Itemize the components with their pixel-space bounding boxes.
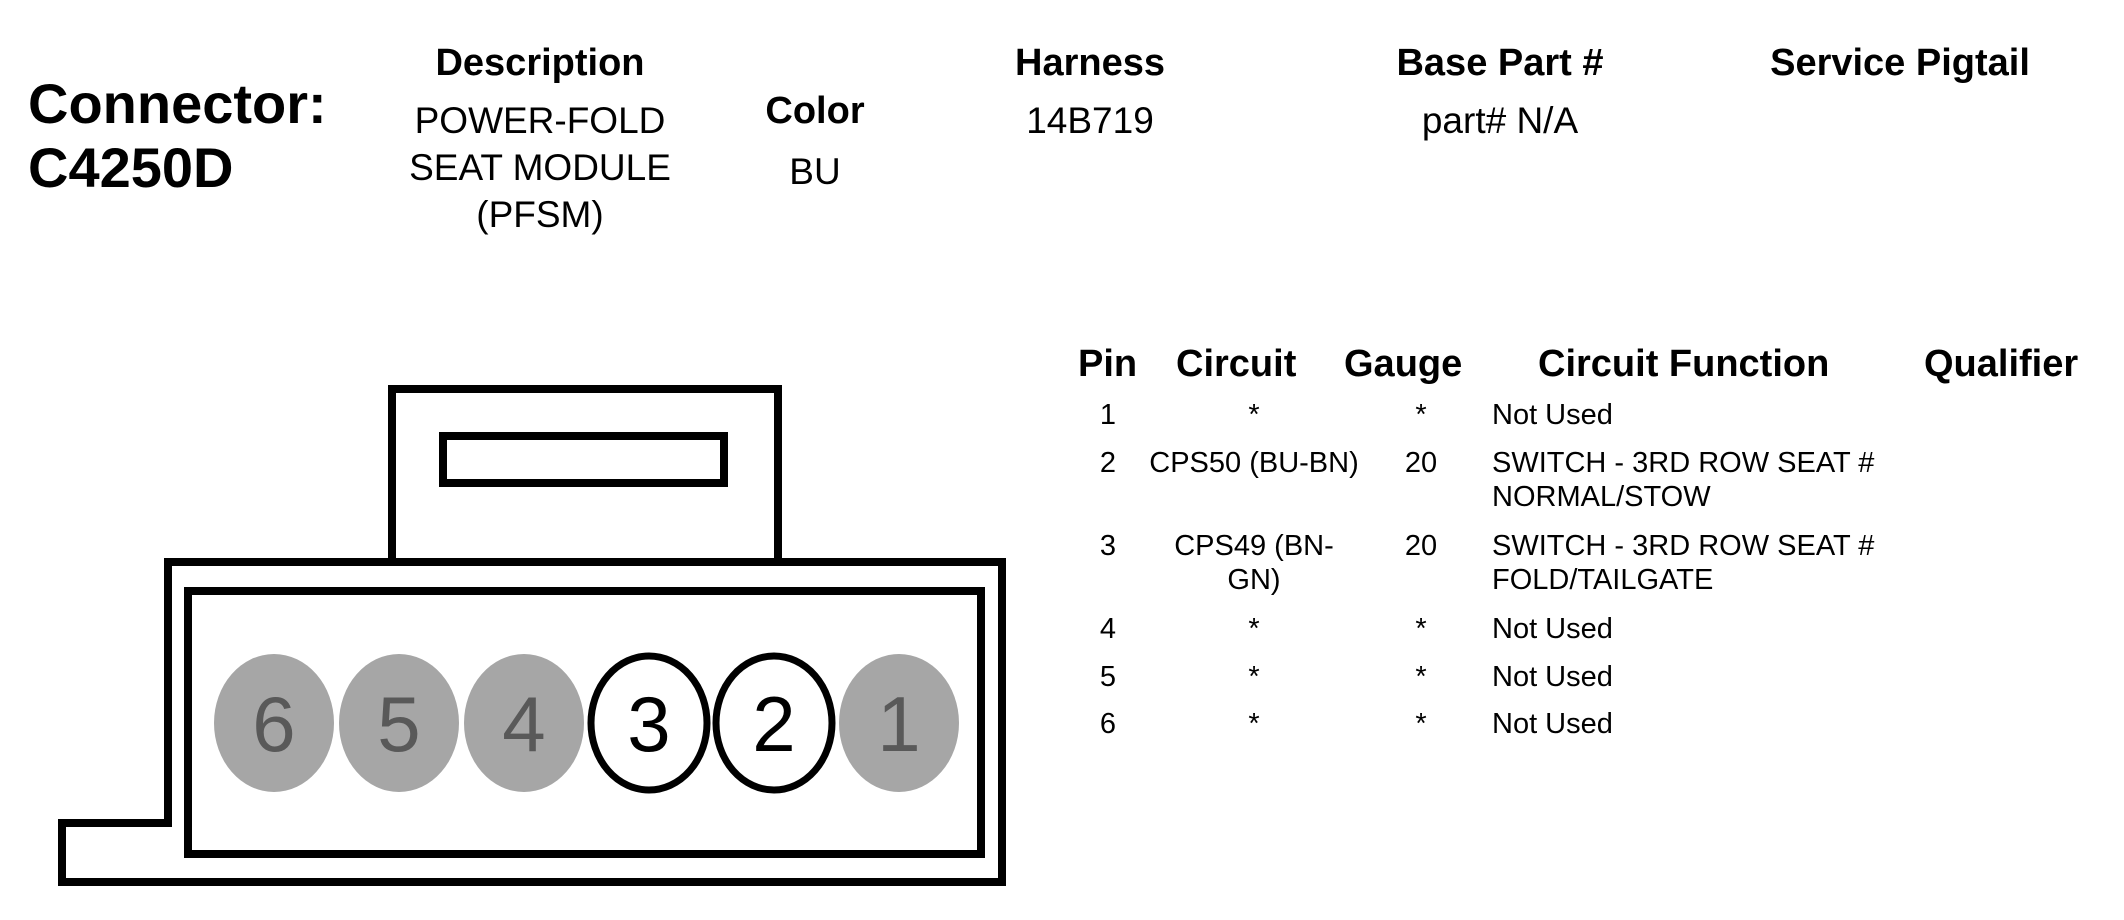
gauge-cell: * (1415, 613, 1427, 645)
function-cell: SWITCH - 3RD ROW SEAT # FOLD/TAILGATE (1492, 530, 1875, 596)
header-gauge: Gauge (1344, 343, 1463, 385)
pin-cell: 6 (1099, 708, 1117, 740)
header-pin: Pin (1078, 343, 1138, 385)
description-label: Description (435, 42, 645, 84)
pin-5-number: 5 (377, 680, 420, 768)
connector-title: Connector: C4250D (28, 72, 327, 200)
pin-1-number: 1 (877, 680, 920, 768)
header-circuit-function: Circuit Function (1538, 343, 1830, 385)
pin-4: 4 (464, 654, 584, 792)
pin-6: 6 (214, 654, 334, 792)
service-pigtail-label: Service Pigtail (1770, 42, 2030, 84)
gauge-cell: * (1415, 661, 1427, 693)
pin-4-number: 4 (502, 680, 545, 768)
pin-1-cavity (839, 654, 959, 792)
circuit-cell: * (1248, 399, 1260, 431)
pin-4-cavity (464, 654, 584, 792)
connector-id: C4250D (28, 136, 234, 199)
gauge-cell: 20 (1404, 447, 1438, 479)
pin-2-cavity (712, 652, 836, 794)
function-cell: Not Used (1492, 399, 1613, 431)
base-part-column: Base Part # part# N/A (1350, 41, 1650, 144)
circuit-cell: CPS50 (BU-BN) (1149, 447, 1359, 479)
harness-value: 14B719 (1026, 100, 1154, 141)
pin-cell: 1 (1099, 399, 1117, 431)
circuit-cell: * (1248, 613, 1260, 645)
circuit-cell: * (1248, 708, 1260, 740)
pin-3-number: 3 (627, 680, 670, 768)
pin-cell: 3 (1099, 530, 1117, 562)
locking-tab-slot (439, 432, 728, 487)
circuit-cell: CPS49 (BN-GN) (1174, 530, 1334, 596)
gauge-cell: * (1415, 708, 1427, 740)
description-value: POWER-FOLD SEAT MODULE (PFSM) (409, 100, 671, 235)
locking-tab (388, 385, 782, 562)
header-circuit: Circuit (1176, 343, 1297, 385)
function-cell: SWITCH - 3RD ROW SEAT # NORMAL/STOW (1492, 447, 1875, 513)
pin-3-cavity (587, 652, 711, 794)
color-column: Color BU (745, 89, 885, 195)
function-cell: Not Used (1492, 661, 1613, 693)
harness-column: Harness 14B719 (980, 41, 1200, 144)
function-cell: Not Used (1492, 613, 1613, 645)
pin-2: 2 (712, 652, 836, 794)
gauge-cell: 20 (1404, 530, 1438, 562)
pin-3: 3 (587, 652, 711, 794)
base-part-label: Base Part # (1396, 42, 1604, 84)
connector-label: Connector: (28, 72, 327, 135)
pin-cell: 2 (1099, 447, 1117, 479)
pin-1: 1 (839, 654, 959, 792)
service-pigtail-column: Service Pigtail (1740, 41, 2060, 97)
pin-6-number: 6 (252, 680, 295, 768)
pin-6-cavity (214, 654, 334, 792)
pin-5-cavity (339, 654, 459, 792)
base-part-value: part# N/A (1421, 100, 1579, 141)
gauge-cell: * (1415, 399, 1427, 431)
pin-cell: 4 (1099, 613, 1117, 645)
pin-cell: 5 (1099, 661, 1117, 693)
function-cell: Not Used (1492, 708, 1613, 740)
pin-2-number: 2 (752, 680, 795, 768)
circuit-cell: * (1248, 661, 1260, 693)
color-label: Color (765, 90, 865, 132)
harness-label: Harness (1015, 42, 1165, 84)
description-column: Description POWER-FOLD SEAT MODULE (PFSM… (375, 41, 705, 238)
connector-housing (58, 558, 1006, 886)
header-qualifier: Qualifier (1924, 343, 2079, 385)
pin-5: 5 (339, 654, 459, 792)
color-value: BU (789, 151, 841, 192)
connector-cavity (184, 587, 985, 858)
